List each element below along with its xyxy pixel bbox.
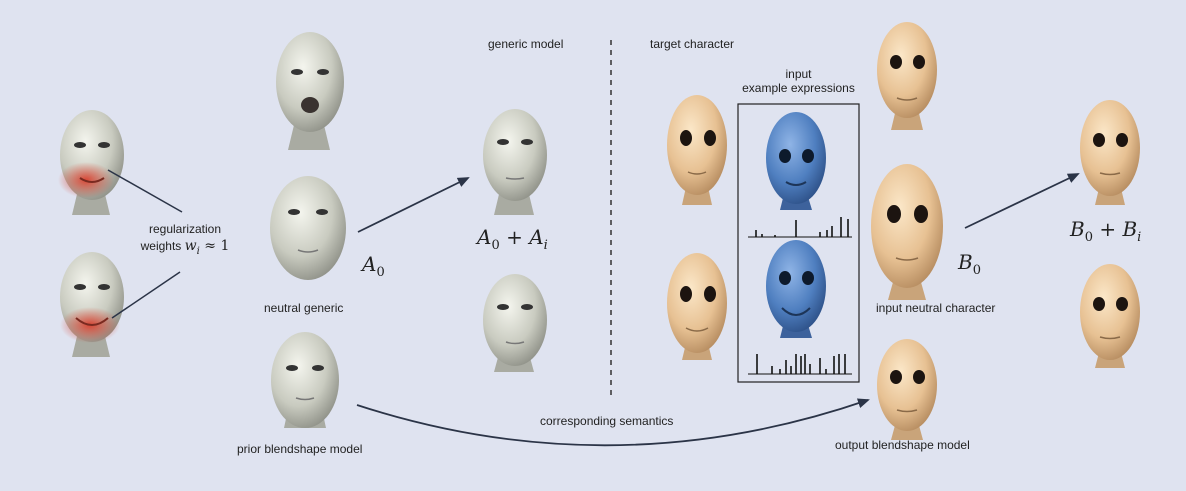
generic-face-prior: [271, 332, 339, 428]
arrow-prior-to-output: [356, 398, 870, 447]
connector-line-bottom: [111, 271, 181, 319]
example-expressions-box: [737, 103, 860, 383]
label-prior-blendshape: prior blendshape model: [237, 442, 363, 456]
label-output-blendshape: output blendshape model: [835, 438, 970, 452]
generic-face-neutral: [270, 176, 346, 280]
generic-face-red-cheeks: [58, 110, 124, 215]
bar-chart-icon: [748, 217, 852, 238]
math-B0-plus-Bi: B0 + Bi: [1070, 217, 1142, 245]
label-neutral-generic: neutral generic: [264, 301, 344, 315]
label-input-neutral-character: input neutral character: [876, 301, 996, 315]
target-face-right-top: [1080, 100, 1140, 205]
generic-face-expression-2: [483, 274, 547, 372]
generic-face-red-smile: [60, 252, 124, 357]
math-B0: B0: [958, 250, 981, 278]
math-A0: A0: [362, 252, 385, 280]
target-face-left-top: [667, 95, 727, 205]
math-A0-plus-Ai: A0 + Ai: [477, 225, 548, 253]
example-face-1: [766, 112, 826, 210]
label-input-examples: input example expressions: [742, 67, 855, 95]
label-generic-model: generic model: [488, 37, 564, 51]
arrow-neutral-to-generic: [357, 177, 470, 233]
label-corresponding-semantics: corresponding semantics: [540, 414, 674, 428]
target-face-output: [877, 339, 937, 440]
target-face-top-right: [877, 22, 937, 130]
target-face-input-neutral: [871, 164, 943, 300]
example-face-2: [766, 240, 826, 338]
generic-face-open-mouth: [276, 32, 344, 150]
label-regularization: regularization weights wi ≈ 1: [140, 222, 230, 257]
arrow-neutral-to-target: [964, 173, 1080, 229]
target-face-right-bottom: [1080, 264, 1140, 368]
connector-line-top: [107, 169, 183, 213]
target-face-left-bottom: [667, 253, 727, 360]
generic-face-expression-1: [483, 109, 547, 215]
bar-chart-icon-2: [748, 354, 852, 375]
label-target-character: target character: [650, 37, 735, 51]
